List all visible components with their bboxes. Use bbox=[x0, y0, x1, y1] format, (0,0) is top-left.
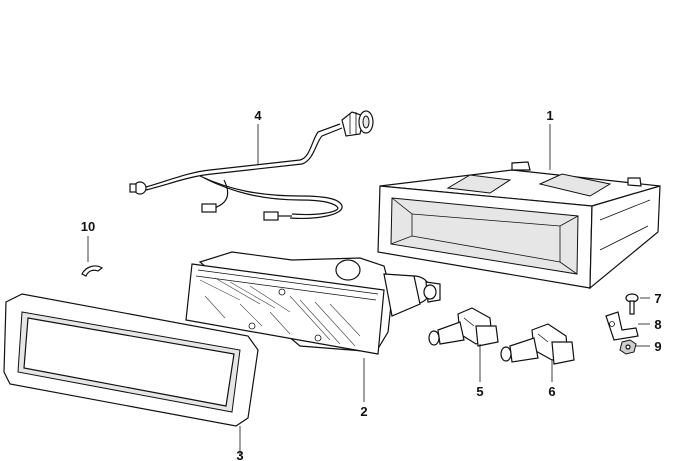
callout-1: 1 bbox=[546, 108, 553, 123]
wiring-harness bbox=[129, 110, 374, 221]
callout-7: 7 bbox=[654, 291, 661, 306]
screw bbox=[625, 293, 639, 315]
callout-6: 6 bbox=[548, 384, 555, 399]
fog-lamp bbox=[185, 251, 441, 355]
callout-labels: 1 2 3 4 5 6 7 8 9 10 bbox=[81, 108, 662, 461]
frame bbox=[3, 293, 259, 427]
callout-3: 3 bbox=[236, 448, 243, 461]
callout-9: 9 bbox=[654, 339, 661, 354]
bracket bbox=[605, 311, 639, 341]
lens-texture bbox=[199, 277, 361, 347]
callout-10: 10 bbox=[81, 219, 95, 234]
callout-5: 5 bbox=[476, 384, 483, 399]
callout-2: 2 bbox=[360, 404, 367, 419]
callout-4: 4 bbox=[254, 108, 262, 123]
leader-lines bbox=[87, 124, 650, 456]
bulb-right bbox=[500, 323, 575, 365]
clip bbox=[81, 265, 104, 277]
bulb-left bbox=[428, 307, 499, 347]
harness-socket bbox=[341, 110, 374, 137]
housing bbox=[377, 161, 661, 290]
callout-8: 8 bbox=[654, 317, 661, 332]
nut bbox=[619, 339, 637, 355]
